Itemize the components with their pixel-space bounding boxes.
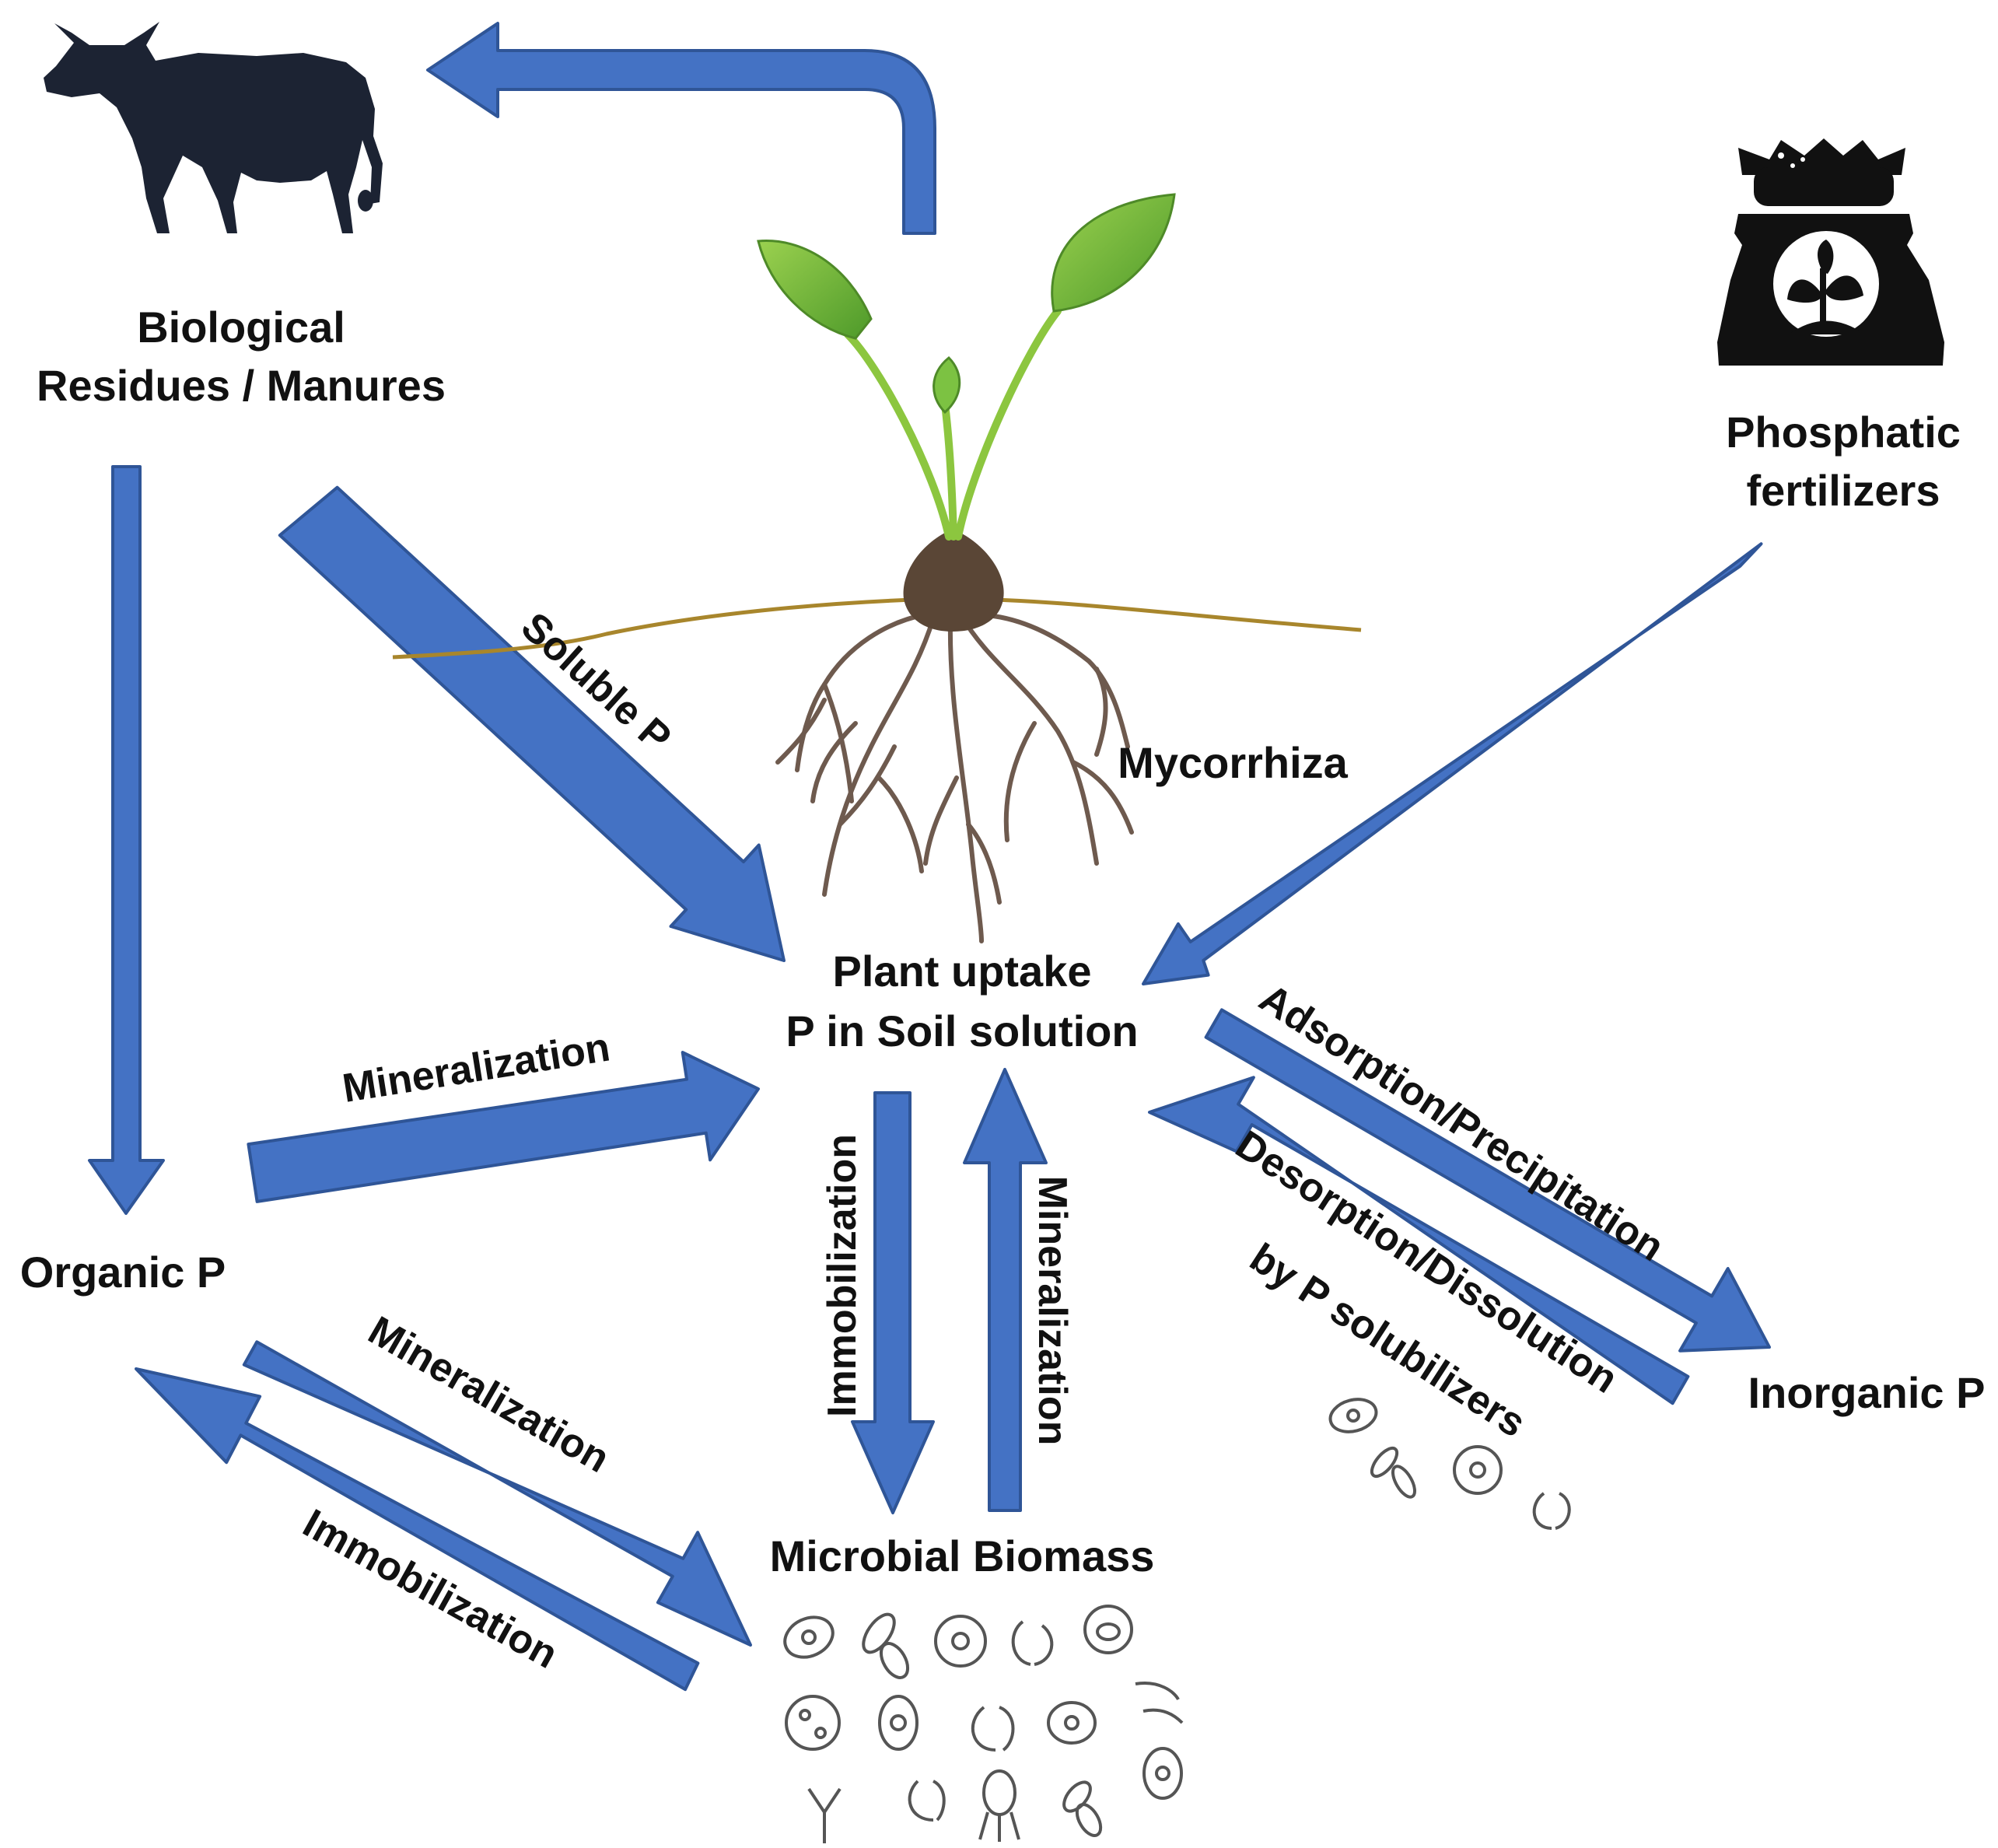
arrow-microbial-to-organic [135, 1367, 700, 1692]
arrow-soil-to-microbial [851, 1091, 935, 1514]
arrow-organic-to-microbial [242, 1340, 752, 1647]
node-labels: Biological Residues / Manures Phosphatic… [20, 303, 1986, 1580]
fertilizer-label-line1: Phosphatic [1726, 408, 1961, 457]
arrow-fertilizer-to-soil [1142, 542, 1763, 985]
microbial-biomass-label: Microbial Biomass [770, 1531, 1155, 1580]
mineralization-organic-microbial-label: Mineralization [361, 1307, 617, 1482]
residues-label-line1: Biological [137, 303, 345, 352]
microbes-icon [783, 1605, 1184, 1843]
immobilization-vertical-label: Immobilization [820, 1134, 865, 1417]
arrow-residues-to-organic [88, 465, 165, 1215]
soil-solution-label-line1: Plant uptake [833, 947, 1092, 996]
fertilizer-label-line2: fertilizers [1747, 466, 1940, 515]
arrow-soil-to-inorganic [1204, 1008, 1771, 1353]
fertilizer-bag-icon [1717, 138, 1944, 366]
arrow-inorganic-to-soil [1148, 1076, 1690, 1405]
arrow-soluble-p [278, 485, 786, 962]
soil-solution-label-line2: P in Soil solution [786, 1006, 1138, 1055]
solubilizer-microbes-icon [1328, 1398, 1571, 1530]
adsorption-label: Adsorption/Precipitation [1251, 975, 1671, 1270]
inorganic-p-label: Inorganic P [1748, 1368, 1986, 1417]
arrow-plant-to-residues [426, 22, 936, 235]
mineralization-vertical-label: Mineralization [1030, 1176, 1075, 1446]
arrow-organic-to-soil [247, 1051, 760, 1203]
cow-icon [44, 22, 383, 233]
organic-p-label: Organic P [20, 1248, 226, 1297]
seedling-icon [392, 193, 1362, 943]
residues-label-line2: Residues / Manures [37, 361, 446, 410]
arrow-microbial-to-soil [963, 1068, 1048, 1512]
mycorrhiza-label: Mycorrhiza [1118, 738, 1348, 787]
flow-arrows [88, 22, 1771, 1692]
